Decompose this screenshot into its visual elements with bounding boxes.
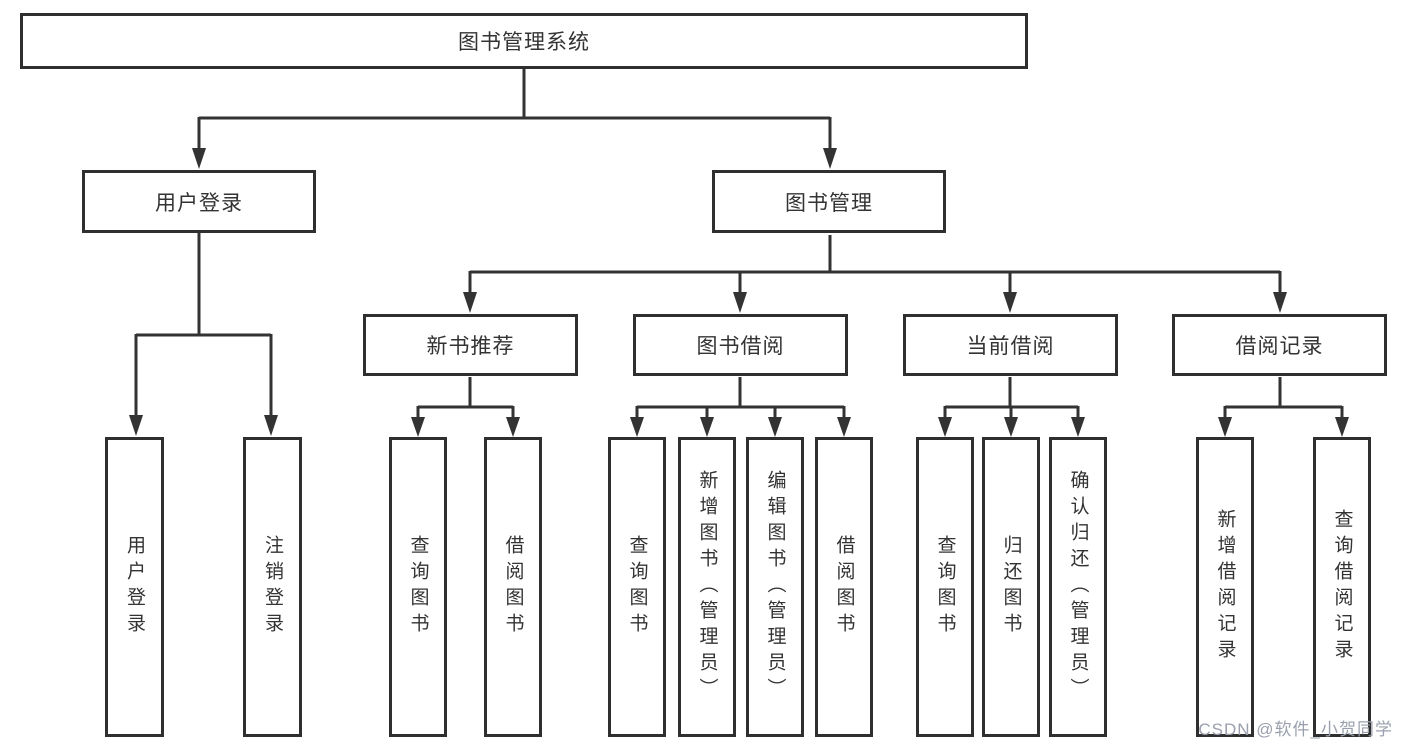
node-book-borrow: 图书借阅: [633, 314, 848, 376]
leaf-confirm-return-admin: 确认归还（管理员）: [1049, 437, 1107, 737]
node-root: 图书管理系统: [20, 13, 1028, 69]
leaf-borrow-books-label: 借阅图书: [833, 535, 855, 639]
node-user-login: 用户登录: [82, 170, 316, 233]
leaf-current-query-books: 查询图书: [916, 437, 974, 737]
leaf-logout-label: 注销登录: [262, 535, 283, 639]
leaf-recommend-borrow-books-label: 借阅图书: [502, 535, 524, 639]
leaf-user-login: 用户登录: [105, 437, 164, 737]
leaf-user-login-label: 用户登录: [124, 535, 145, 639]
node-book-management: 图书管理: [712, 170, 946, 233]
leaf-borrow-books: 借阅图书: [815, 437, 873, 737]
leaf-confirm-return-admin-label: 确认归还（管理员）: [1067, 470, 1089, 704]
node-user-login-label: 用户登录: [155, 191, 243, 215]
leaf-add-borrow-record-label: 新增借阅记录: [1214, 509, 1236, 665]
leaf-query-borrow-record: 查询借阅记录: [1313, 437, 1371, 737]
leaf-edit-books-admin-label: 编辑图书（管理员）: [764, 470, 786, 704]
leaf-add-borrow-record: 新增借阅记录: [1196, 437, 1254, 737]
leaf-recommend-borrow-books: 借阅图书: [484, 437, 542, 737]
leaf-recommend-query-books: 查询图书: [389, 437, 447, 737]
arrowhead-icons: [129, 148, 1349, 437]
csdn-watermark: CSDN @软件_小贺同学: [1198, 720, 1393, 739]
leaf-edit-books-admin: 编辑图书（管理员）: [746, 437, 804, 737]
leaf-add-books-admin: 新增图书（管理员）: [678, 437, 736, 737]
node-current-borrow-label: 当前借阅: [966, 335, 1055, 358]
node-borrow-records: 借阅记录: [1172, 314, 1387, 376]
node-borrow-records-label: 借阅记录: [1235, 335, 1324, 358]
leaf-return-books-label: 归还图书: [1000, 535, 1022, 639]
leaf-logout: 注销登录: [243, 437, 302, 737]
leaf-query-borrow-record-label: 查询借阅记录: [1331, 509, 1353, 665]
node-current-borrow: 当前借阅: [903, 314, 1118, 376]
node-new-book-recommend-label: 新书推荐: [426, 335, 515, 358]
node-book-borrow-label: 图书借阅: [696, 335, 785, 358]
node-new-book-recommend: 新书推荐: [363, 314, 578, 376]
leaf-borrow-query-books-label: 查询图书: [626, 535, 648, 639]
node-book-management-label: 图书管理: [785, 191, 873, 215]
leaf-return-books: 归还图书: [982, 437, 1040, 737]
leaf-current-query-books-label: 查询图书: [934, 535, 956, 639]
leaf-recommend-query-books-label: 查询图书: [407, 535, 429, 639]
node-root-label: 图书管理系统: [458, 31, 590, 54]
leaf-add-books-admin-label: 新增图书（管理员）: [696, 470, 718, 704]
leaf-borrow-query-books: 查询图书: [608, 437, 666, 737]
